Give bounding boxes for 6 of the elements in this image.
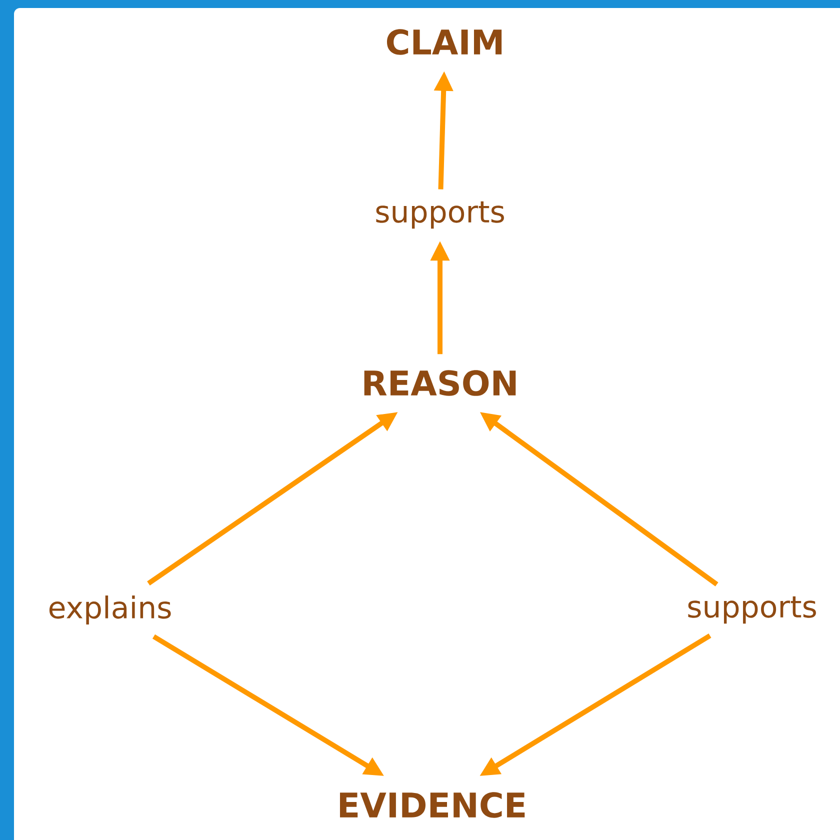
heading-text: EVIDENCE — [340, 792, 525, 818]
heading-text: REASON — [364, 370, 516, 396]
edge-text: supports — [688, 596, 816, 624]
heading-text: CLAIM — [387, 29, 502, 55]
edge-text: explains — [49, 596, 171, 625]
edge-text: supports — [376, 201, 504, 229]
